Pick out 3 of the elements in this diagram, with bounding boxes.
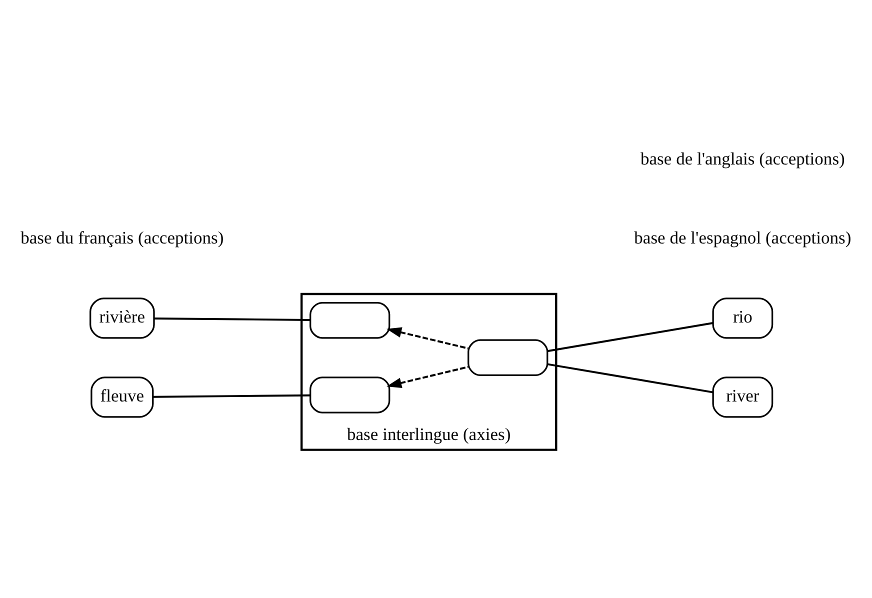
label: base du français (acceptions) [20,226,224,247]
label: base de l'anglais (acceptions) [640,148,845,168]
label: base de l'espagnol (acceptions) [634,226,852,247]
